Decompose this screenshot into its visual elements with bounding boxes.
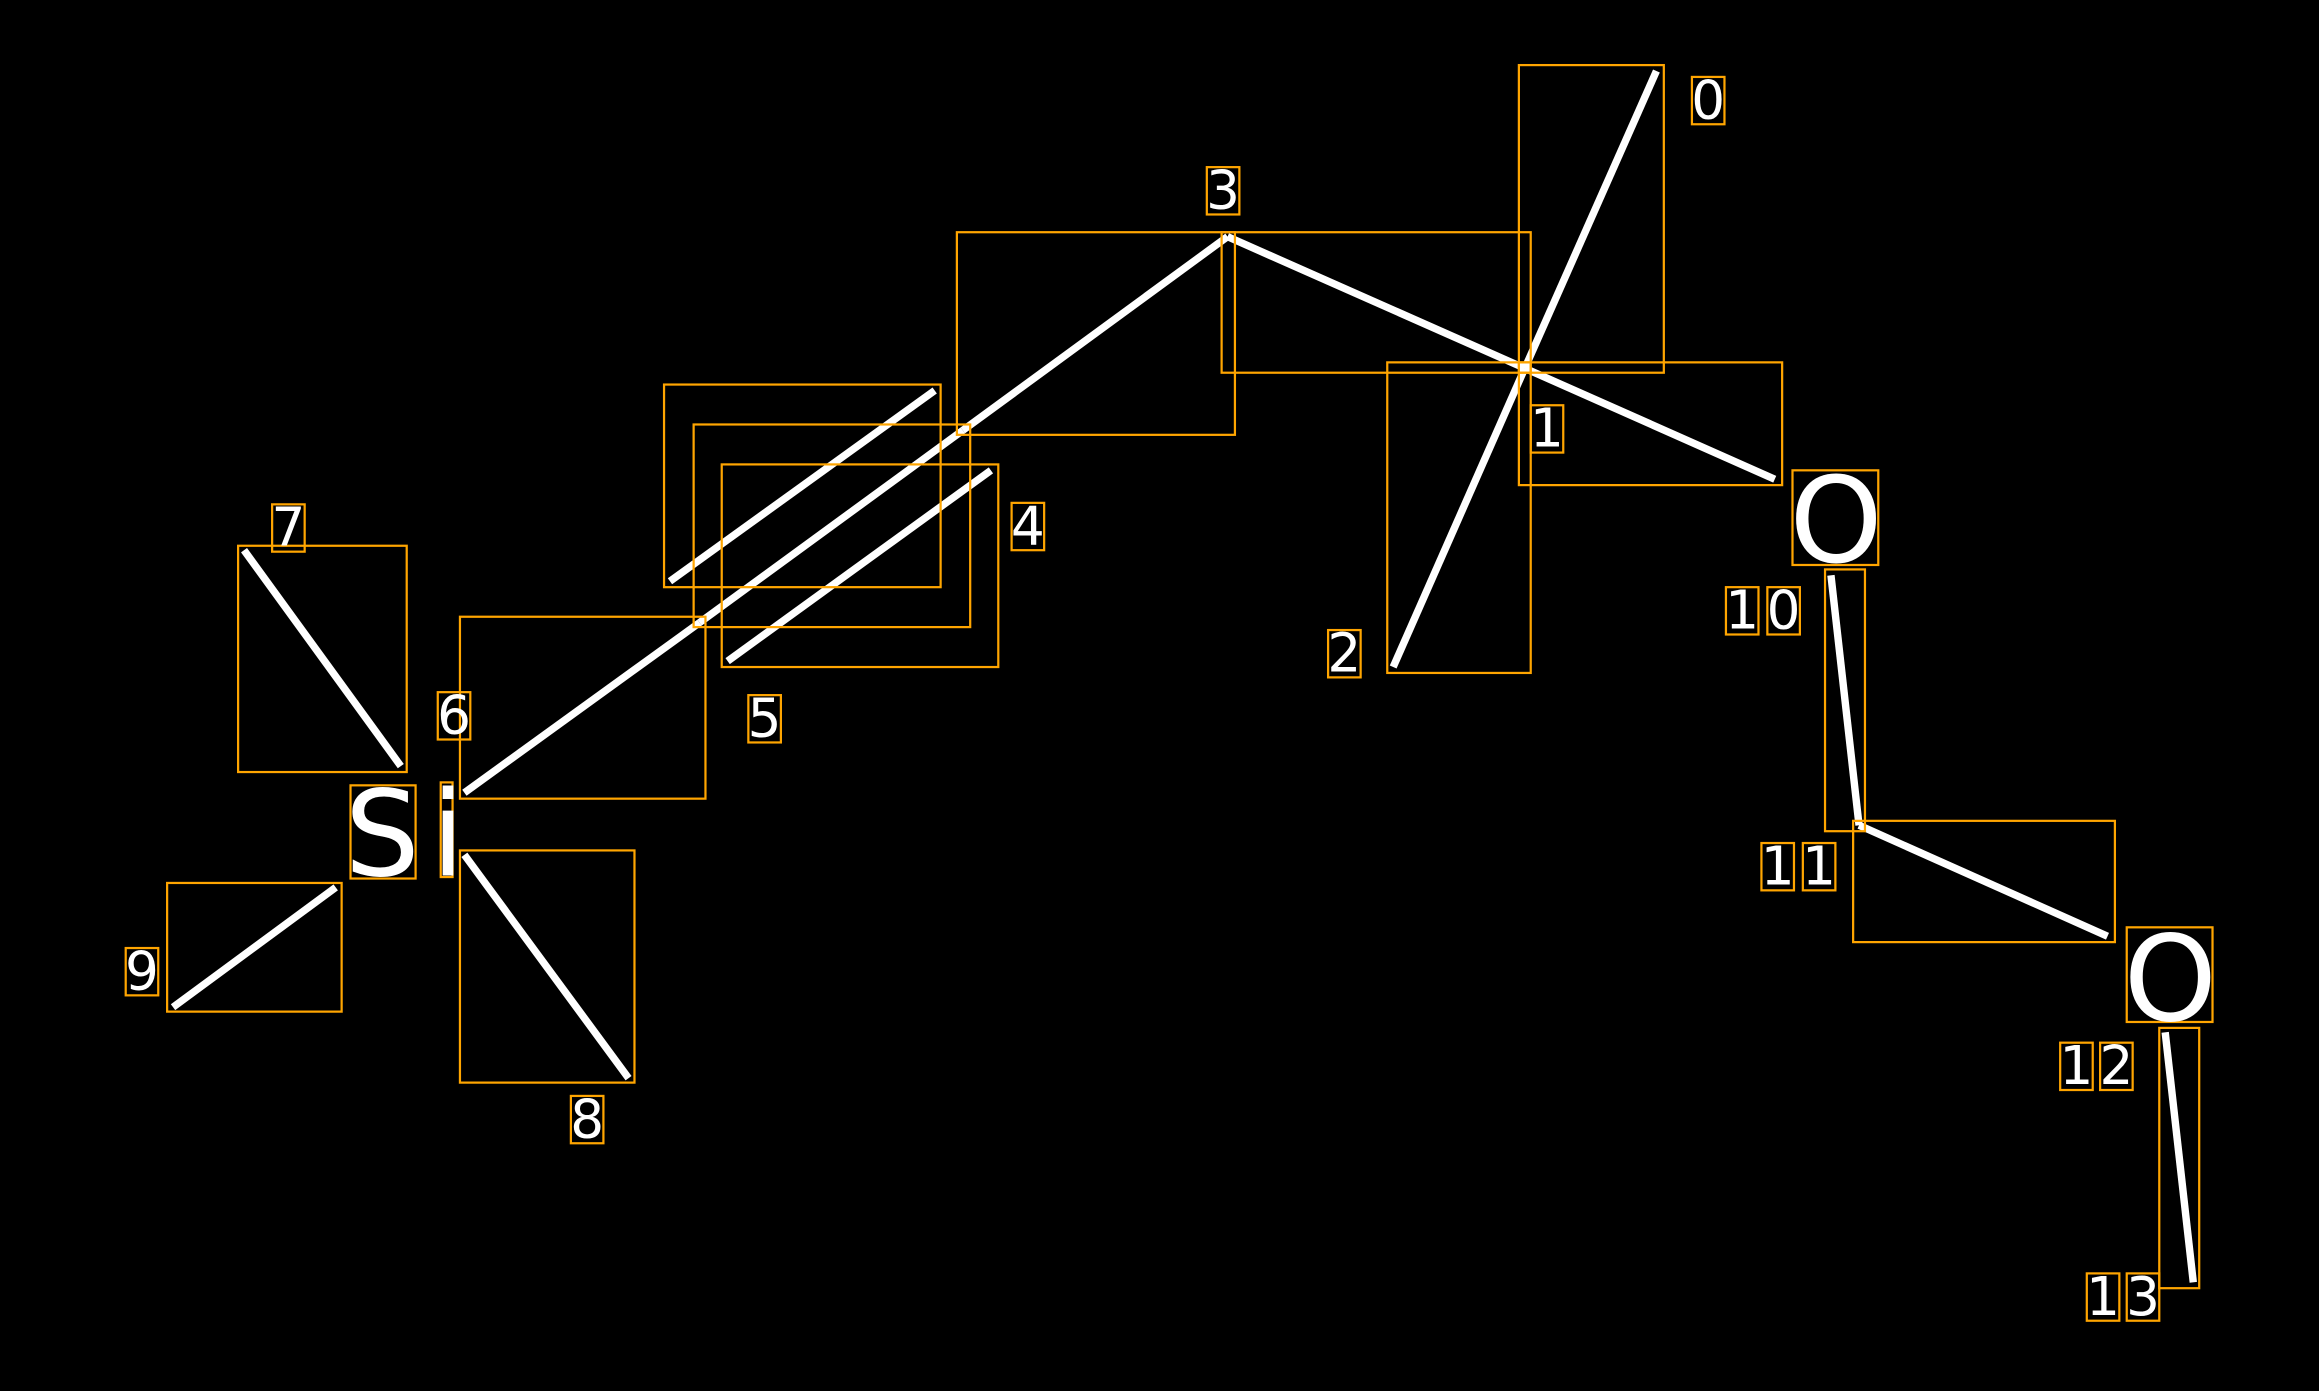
digit-bounding-box	[569, 1094, 605, 1145]
digit-bounding-box	[747, 694, 782, 744]
bond-bounding-box	[1823, 568, 1867, 833]
bond-index-digit: 1	[1725, 580, 1759, 642]
bond-line	[1521, 69, 1660, 370]
bond-index-digit: 4	[1011, 495, 1045, 557]
bond-index-digit: 3	[2126, 1266, 2160, 1328]
digit-bounding-box	[436, 691, 472, 741]
digit-bounding-box	[2085, 1272, 2121, 1322]
bond-index-label-2: 2	[1326, 622, 1362, 684]
atom-bounding-box	[2125, 926, 2214, 1024]
bond-index-digit: 0	[1767, 580, 1801, 642]
bond-line	[1827, 574, 1863, 826]
bond-line	[1523, 364, 1777, 483]
bond-index-digit: 1	[2060, 1035, 2094, 1097]
bond-index-label-1: 1	[1529, 398, 1565, 460]
bond-bounding-box	[458, 615, 707, 800]
digit-bounding-box	[2099, 1041, 2134, 1092]
bond-index-digit: 3	[1206, 160, 1240, 222]
digit-bounding-box	[2125, 1272, 2161, 1322]
digit-bounding-box	[1760, 841, 1796, 892]
bond-index-digit: 1	[1530, 398, 1564, 460]
bond-bounding-box	[1517, 361, 1784, 487]
bond-index-digit: 9	[125, 940, 159, 1002]
digit-bounding-box	[1529, 404, 1565, 454]
bond-index-digit: 5	[748, 688, 782, 750]
bond-index-label-9: 9	[124, 940, 160, 1002]
atom-bounding-box	[1791, 469, 1880, 567]
atom-o1: O	[1790, 452, 1883, 590]
bond-index-digit: 7	[271, 497, 305, 559]
bond-index-label-6: 6	[436, 685, 472, 747]
boxes-layer	[166, 63, 2201, 1290]
bond-bounding-box	[720, 463, 1000, 669]
atom-si: Si	[345, 766, 477, 904]
digit-bounding-box	[1010, 501, 1046, 552]
digit-bounding-box	[1766, 586, 1801, 636]
bond-bounding-box	[1220, 231, 1532, 374]
bond-line	[667, 387, 937, 585]
bond-index-digit: 1	[1802, 835, 1836, 897]
bond-index-digit: 6	[437, 685, 471, 747]
bond-line	[462, 619, 702, 796]
bond-index-label-4: 4	[1010, 495, 1046, 557]
bond-index-digit: 2	[1327, 622, 1361, 684]
bond-line	[1389, 366, 1529, 669]
bond-index-digit: 1	[1761, 835, 1795, 897]
digit-bounding-box	[1690, 75, 1726, 126]
bond-bounding-box	[692, 423, 972, 629]
bond-bounding-box	[1852, 819, 2117, 944]
bond-index-digit: 1	[2086, 1266, 2120, 1328]
bond-index-label-7: 7	[271, 497, 306, 559]
atom-symbol: O	[1790, 452, 1883, 590]
bond-bounding-box	[1517, 63, 1665, 374]
bond-index-digit: 8	[570, 1088, 604, 1150]
bond-line	[241, 548, 404, 769]
char-bounding-box	[439, 781, 454, 879]
bond-line	[960, 233, 1230, 434]
digit-bounding-box	[1724, 586, 1760, 636]
bond-line	[2161, 1031, 2197, 1283]
bond-bounding-box	[458, 849, 636, 1084]
digit-bounding-box	[1801, 841, 1837, 892]
bond-bounding-box	[237, 544, 408, 774]
atom-symbol: Si	[345, 766, 477, 904]
bond-index-digit: 0	[1691, 69, 1725, 131]
bonds-layer	[170, 69, 2197, 1283]
digit-bounding-box	[1326, 628, 1362, 679]
bond-index-label-3: 3	[1205, 160, 1241, 222]
bond-line	[1857, 821, 2110, 940]
digit-bounding-box	[2059, 1041, 2094, 1092]
digit-bounding-box	[124, 946, 160, 997]
bond-index-label-5: 5	[747, 688, 782, 750]
atom-o2: O	[2124, 911, 2217, 1049]
char-bounding-box	[349, 784, 417, 880]
bond-line	[697, 427, 965, 626]
atom-symbol: O	[2124, 911, 2217, 1049]
digit-bounding-box	[1205, 166, 1241, 216]
bond-index-label-0: 0	[1690, 69, 1726, 131]
bond-line	[170, 884, 338, 1011]
bond-bounding-box	[166, 881, 343, 1013]
bond-line	[725, 467, 994, 665]
bond-line	[461, 852, 632, 1081]
digit-bounding-box	[271, 503, 306, 553]
bond-bounding-box	[1386, 361, 1532, 675]
bond-bounding-box	[2158, 1026, 2201, 1290]
bond-bounding-box	[662, 383, 942, 589]
bond-line	[1226, 233, 1527, 372]
bond-bounding-box	[955, 231, 1237, 436]
bond-index-label-8: 8	[569, 1088, 605, 1150]
bond-index-digit: 2	[2099, 1035, 2133, 1097]
